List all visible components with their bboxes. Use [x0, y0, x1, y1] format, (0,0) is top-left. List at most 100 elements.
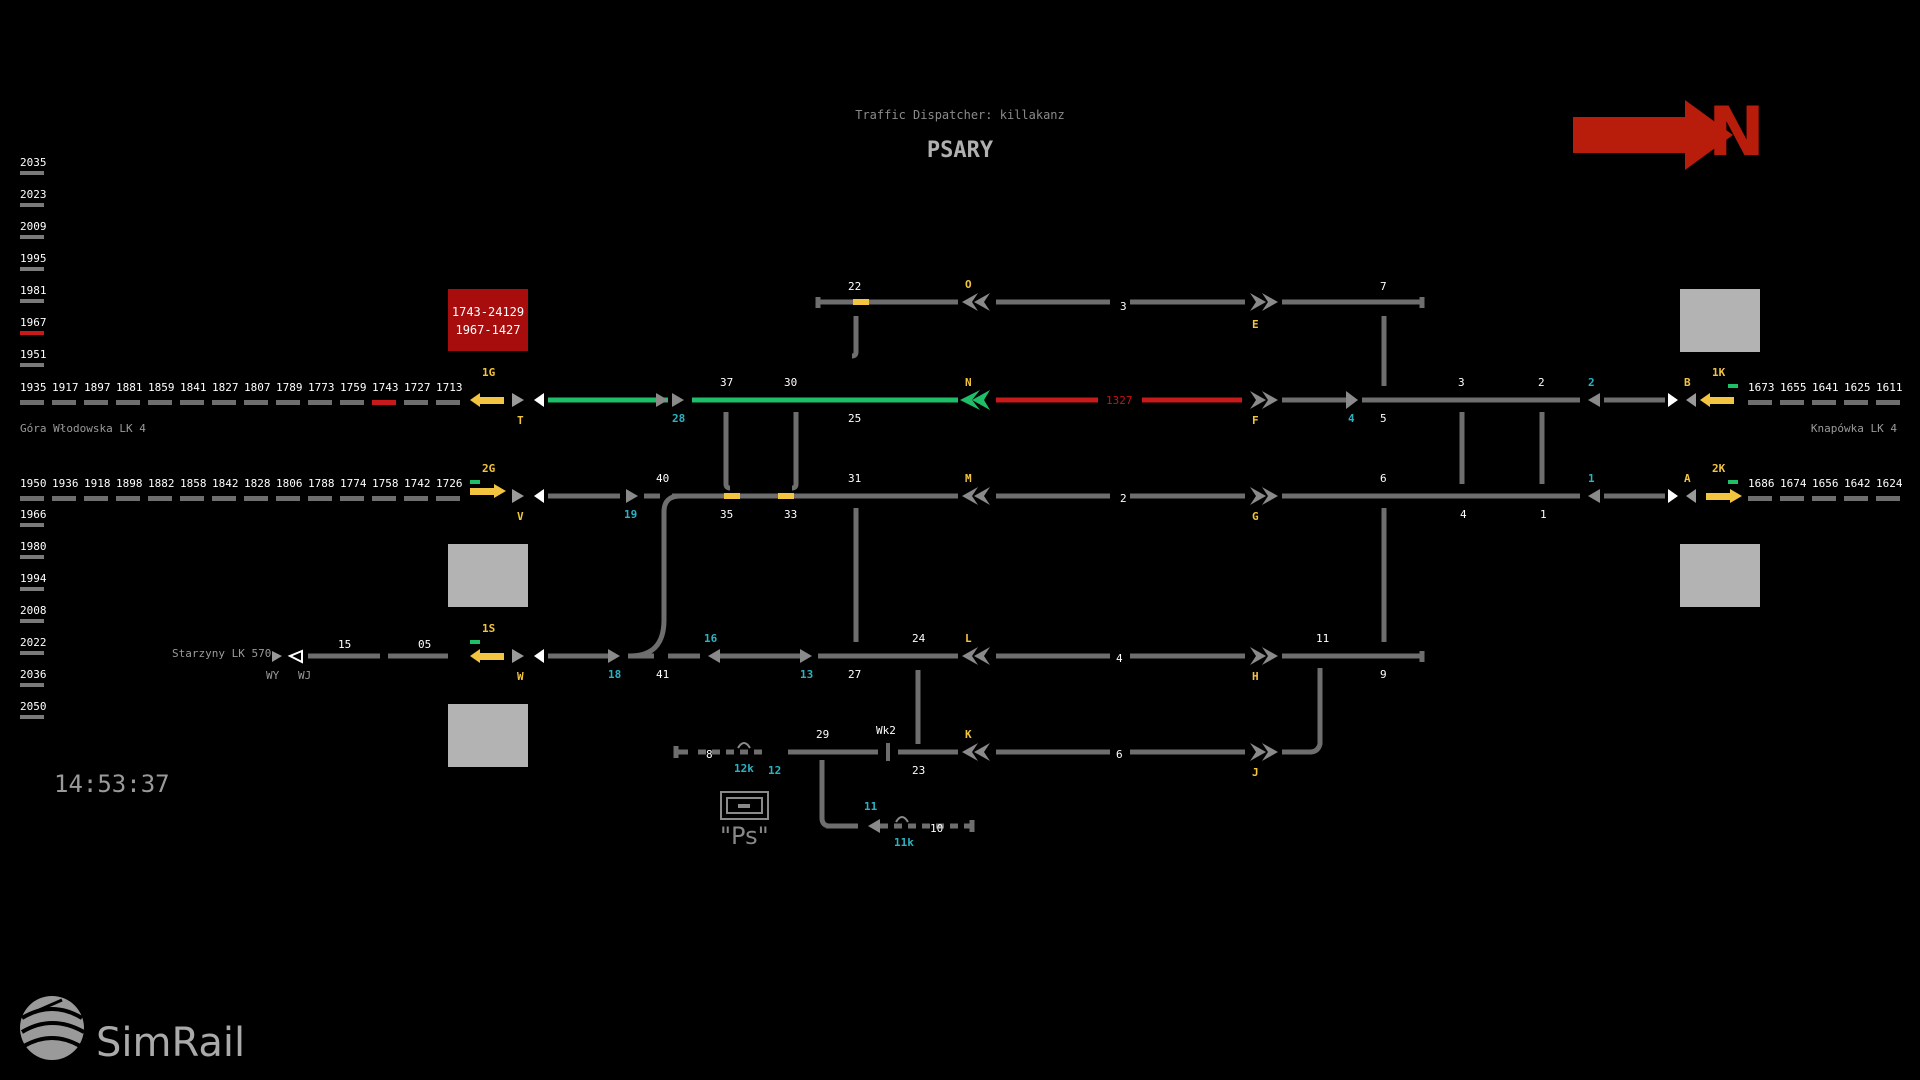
label-k: K	[965, 728, 972, 741]
svg-text:24: 24	[912, 632, 926, 645]
svg-text:23: 23	[912, 764, 925, 777]
signal-e-arrow	[1250, 293, 1266, 311]
bell-icon	[737, 742, 909, 823]
queue-bar	[1812, 496, 1836, 501]
label-a: A	[1684, 472, 1691, 485]
grey-panel-v[interactable]	[448, 544, 528, 607]
svg-text:2: 2	[1538, 376, 1545, 389]
queue-bar	[340, 496, 364, 501]
queue-bar	[276, 400, 300, 405]
grey-panel-w[interactable]	[448, 704, 528, 767]
track-layout	[308, 297, 1665, 832]
left-list-item: 1981	[20, 284, 47, 297]
left-list-bar	[20, 715, 44, 719]
signal-k-arrow	[962, 743, 978, 761]
queue-bar	[308, 400, 332, 405]
svg-text:1: 1	[1540, 508, 1547, 521]
queue-bar	[52, 496, 76, 501]
svg-text:31: 31	[848, 472, 861, 485]
svg-text:25: 25	[848, 412, 861, 425]
signal-l-arrow	[962, 647, 978, 665]
signal-h-arrow	[1250, 647, 1266, 665]
signals[interactable]	[272, 293, 1742, 833]
station-title: PSARY	[926, 138, 994, 163]
svg-text:30: 30	[784, 376, 797, 389]
left-list-item: 1967	[20, 316, 47, 329]
queue-bar	[1780, 400, 1804, 405]
signal-v-arrow	[512, 489, 524, 503]
label-2g: 2G	[482, 462, 496, 475]
queue-item: 1881	[116, 381, 143, 394]
queue-item: 1641	[1812, 381, 1839, 394]
signal-o-arrow	[962, 293, 978, 311]
mark-wj: WJ	[298, 669, 311, 682]
queue-item: 1935	[20, 381, 47, 394]
left-list-bar	[20, 619, 44, 623]
svg-text:9: 9	[1380, 668, 1387, 681]
queue-bar	[52, 400, 76, 405]
svg-text:16: 16	[704, 632, 718, 645]
svg-text:28: 28	[672, 412, 685, 425]
alert-box[interactable]: 1743-24129 1967-1427	[448, 289, 528, 351]
svg-text:3: 3	[1458, 376, 1465, 389]
queue-item: 1788	[308, 477, 335, 490]
left-list-item: 2008	[20, 604, 47, 617]
label-l: L	[965, 632, 972, 645]
signal-1k-arrow	[1700, 393, 1710, 407]
svg-text:2: 2	[1588, 376, 1595, 389]
signal-n-arrow	[960, 390, 980, 410]
left-list-bar	[20, 299, 44, 303]
queue-item: 1859	[148, 381, 175, 394]
queue-bar	[1844, 400, 1868, 405]
track-number-05: 05	[418, 638, 431, 651]
signal-a-arrow	[1686, 489, 1696, 503]
svg-text:4: 4	[1460, 508, 1467, 521]
track-number-15: 15	[338, 638, 351, 651]
svg-text:37: 37	[720, 376, 733, 389]
queue-item: 1743	[372, 381, 399, 394]
label-f: F	[1252, 414, 1259, 427]
simrail-logo-icon	[20, 996, 85, 1060]
queue-item: 1642	[1844, 477, 1871, 490]
svg-text:33: 33	[784, 508, 797, 521]
label-v: V	[517, 510, 524, 523]
label-2k: 2K	[1712, 462, 1726, 475]
queue-bar	[1844, 496, 1868, 501]
queue-bar	[436, 496, 460, 501]
queue-item: 1858	[180, 477, 207, 490]
grey-panel-a[interactable]	[1680, 544, 1760, 607]
queue-bar	[404, 400, 428, 405]
queue-item: 1655	[1780, 381, 1807, 394]
left-list-bar	[20, 235, 44, 239]
queue-item: 1842	[212, 477, 239, 490]
label-o: O	[965, 278, 972, 291]
svg-text:11: 11	[1316, 632, 1329, 645]
svg-text:12k: 12k	[734, 762, 754, 775]
queue-item: 1773	[308, 381, 335, 394]
track-numbers: 3 2 4 6 15 05 8 10 1327	[338, 300, 1133, 835]
left-list-bar	[20, 651, 44, 655]
queue-bar	[372, 496, 396, 501]
queue-item: 1789	[276, 381, 303, 394]
queue-item: 1882	[148, 477, 175, 490]
signal-t-head	[534, 393, 544, 407]
queue-item: 1807	[244, 381, 271, 394]
queue-item: 1611	[1876, 381, 1903, 394]
queue-bar	[1876, 400, 1900, 405]
svg-text:35: 35	[720, 508, 733, 521]
left-list-item: 1995	[20, 252, 47, 265]
svg-text:11k: 11k	[894, 836, 914, 849]
ps-indicator-icon[interactable]	[720, 791, 769, 820]
queue-item: 1726	[436, 477, 463, 490]
signal-w-arrow	[512, 649, 524, 663]
simrail-logo-text: SimRail	[96, 1020, 246, 1066]
svg-text:13: 13	[800, 668, 813, 681]
queue-item: 1936	[52, 477, 79, 490]
alert-line2: 1967-1427	[455, 323, 520, 337]
signal-1s-arrow	[470, 649, 480, 663]
track-number-3: 3	[1120, 300, 1127, 313]
svg-text:12: 12	[768, 764, 781, 777]
grey-panel-b[interactable]	[1680, 289, 1760, 352]
